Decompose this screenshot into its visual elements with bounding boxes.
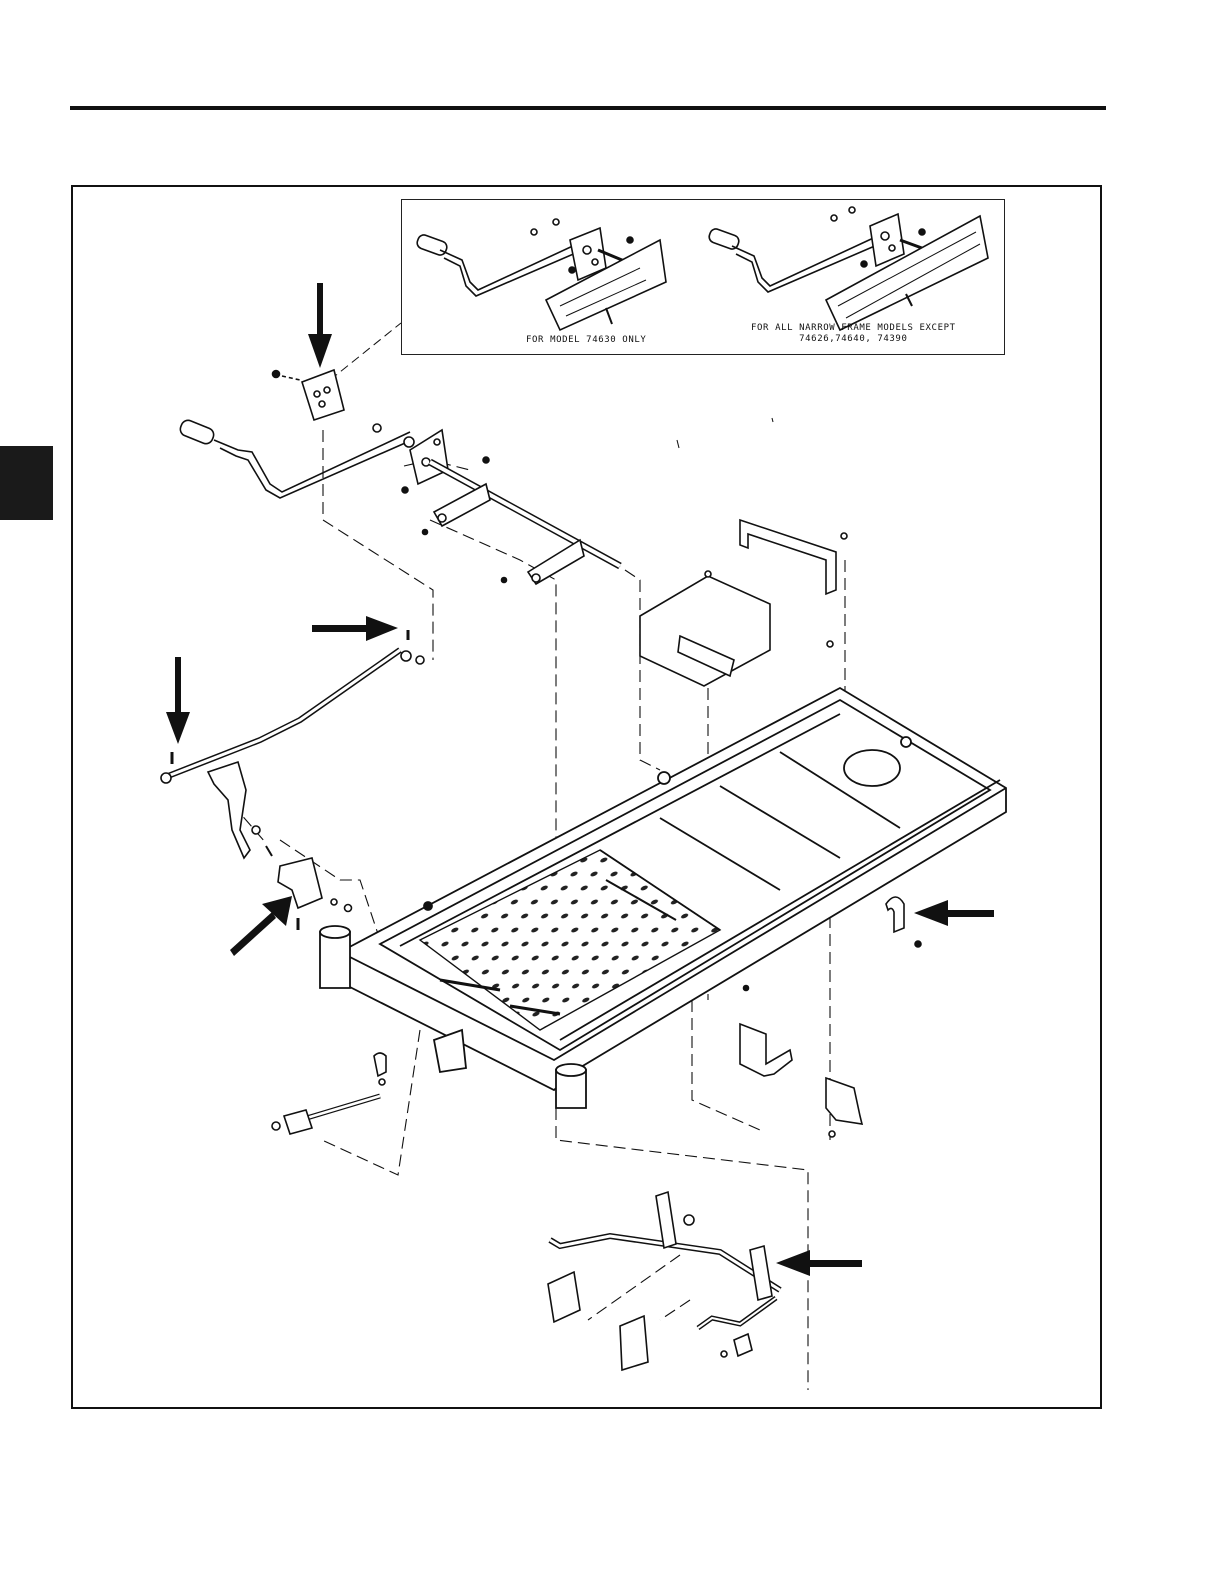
inset-leader-line [330, 323, 401, 380]
inset-caption-model-74630: FOR MODEL 74630 ONLY [526, 335, 646, 346]
upper-linkage [178, 370, 620, 584]
arrow-left-icon [776, 1250, 862, 1276]
inset-caption-line-2: 74626,74640, 74390 [751, 334, 956, 345]
inset-caption-narrow-frame: FOR ALL NARROW FRAME MODELS EXCEPT 74626… [751, 323, 956, 345]
arrow-down-icon [166, 657, 190, 744]
inset-caption-line-1: FOR ALL NARROW FRAME MODELS EXCEPT [751, 323, 956, 334]
parking-rod [272, 1053, 386, 1134]
arrow-right-icon [312, 616, 398, 641]
arrow-down-icon [308, 283, 332, 368]
main-frame [320, 688, 1006, 1108]
lower-lever [548, 1192, 780, 1370]
arrow-left-icon [914, 900, 994, 926]
seat-mount [640, 520, 847, 686]
arrow-up-right-icon [230, 896, 292, 956]
lift-rod [161, 630, 424, 930]
